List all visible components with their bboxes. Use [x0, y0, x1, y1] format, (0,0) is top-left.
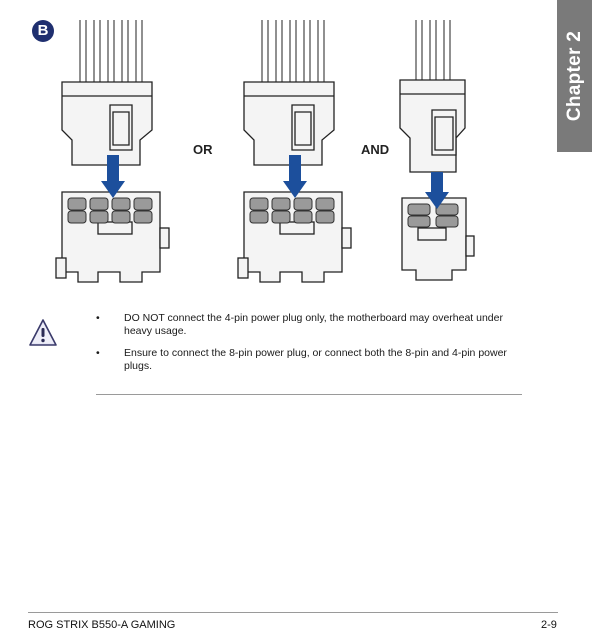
or-label: OR	[193, 142, 213, 157]
footer-model-name: ROG STRIX B550-A GAMING	[28, 619, 176, 631]
plug-latch-1	[109, 104, 133, 151]
arrow-2	[283, 155, 307, 198]
notice-item-text: Ensure to connect the 8-pin power plug, …	[124, 347, 507, 372]
cable-bundle-2	[261, 20, 325, 82]
header-pins-2	[249, 197, 335, 224]
notice-item-text: DO NOT connect the 4-pin power plug only…	[124, 312, 503, 337]
header-pins-3	[407, 203, 459, 228]
footer-page-number: 2-9	[541, 619, 557, 631]
plug-body-2	[243, 81, 335, 166]
caution-notice: • DO NOT connect the 4-pin power plug on…	[28, 312, 524, 396]
cable-bundle-1	[79, 20, 143, 82]
step-badge: B	[32, 20, 54, 42]
plug-latch-3	[431, 109, 457, 156]
connector-8pin-group-2	[237, 20, 352, 283]
plug-latch-2	[291, 104, 315, 151]
bullet: •	[96, 312, 100, 324]
notice-item: • Ensure to connect the 8-pin power plug…	[96, 347, 516, 373]
header-pins-1	[67, 197, 153, 224]
cable-bundle-3	[415, 20, 451, 80]
notice-divider	[96, 394, 522, 395]
footer-divider	[28, 612, 558, 613]
notice-item: • DO NOT connect the 4-pin power plug on…	[96, 312, 516, 338]
connector-4pin-group	[399, 20, 475, 281]
notice-list: • DO NOT connect the 4-pin power plug on…	[96, 312, 516, 382]
caution-triangle-icon	[29, 319, 57, 346]
plug-body-1	[61, 81, 153, 166]
power-connector-illustration	[55, 20, 475, 283]
chapter-tab: Chapter 2	[557, 0, 592, 152]
bullet: •	[96, 347, 100, 359]
arrow-3	[425, 172, 449, 209]
and-label: AND	[361, 142, 390, 157]
arrow-1	[101, 155, 125, 198]
connector-8pin-group-1	[55, 20, 170, 283]
